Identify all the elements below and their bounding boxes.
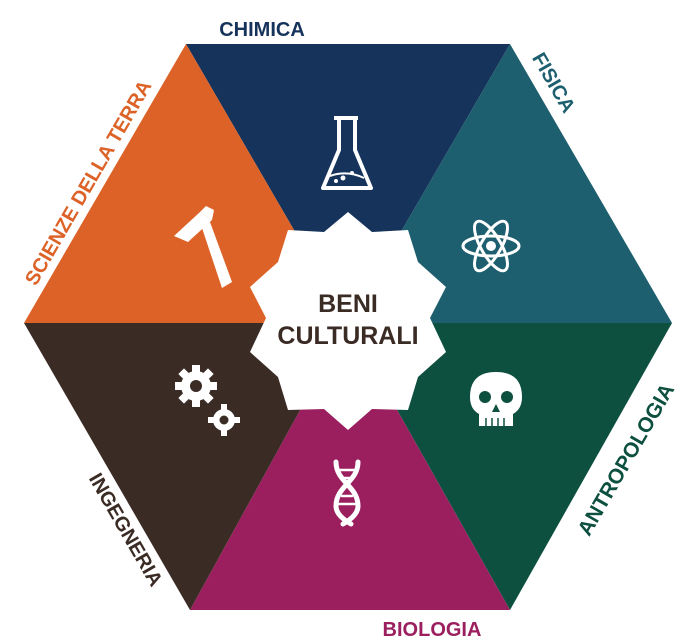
segment-fisica [348,44,672,323]
segment-antropologia [348,323,672,610]
center-title-line-2: CULTURALI [277,322,418,350]
segment-biologia [190,323,510,610]
atom-icon [461,219,521,273]
center-title-line-1: BENI [318,290,378,318]
geology-hammer-icon [174,206,232,288]
skull-icon [470,372,522,426]
label-chimica: CHIMICA [219,19,305,41]
center-cog [250,212,446,430]
segment-scienze-della-terra [24,44,348,323]
segment-ingegneria [24,323,348,610]
segment-chimica [186,44,510,323]
flask-icon [321,116,373,190]
label-biologia: BIOLOGIA [383,619,482,641]
dna-icon [333,459,361,527]
gears-icon [175,365,240,436]
